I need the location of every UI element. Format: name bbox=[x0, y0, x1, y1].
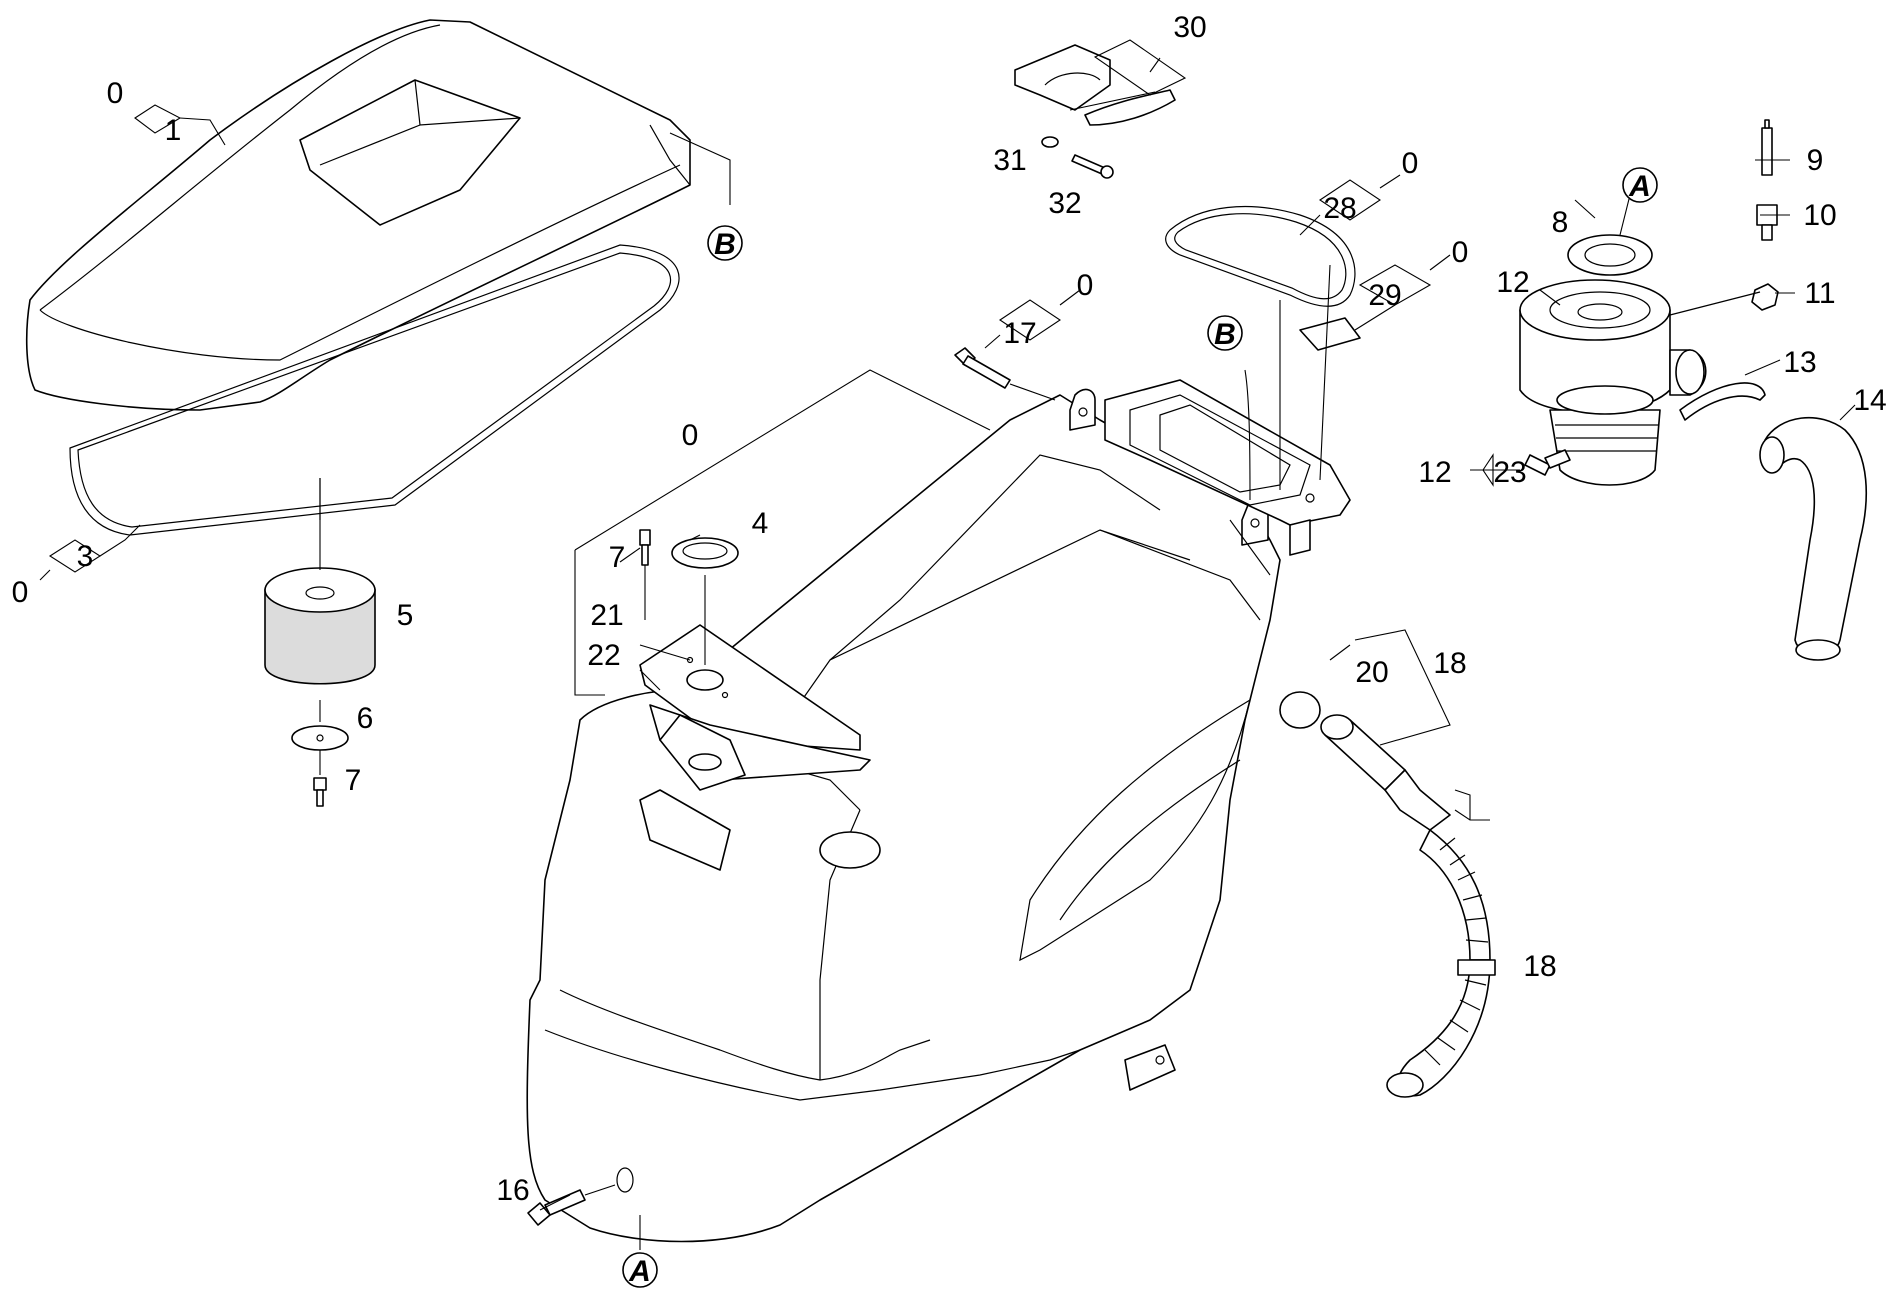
callout-16: 16 bbox=[496, 1174, 529, 1207]
callout-0-seal: 0 bbox=[1402, 147, 1419, 180]
callout-6: 6 bbox=[357, 702, 374, 735]
cover-lid bbox=[25, 19, 691, 411]
suction-motor bbox=[1519, 119, 1779, 486]
reference-mark-b-cover-label: B bbox=[714, 228, 736, 261]
callout-1: 1 bbox=[165, 114, 182, 147]
motor-hose bbox=[1759, 416, 1868, 661]
callout-0-gasket: 0 bbox=[12, 576, 29, 609]
reference-mark-b-cover: B bbox=[707, 225, 743, 261]
callout-5: 5 bbox=[397, 599, 414, 632]
callout-14: 14 bbox=[1853, 384, 1886, 417]
hose-holder bbox=[1014, 44, 1176, 179]
callout-labels: 0 1 0 3 5 6 7 30 31 32 0 28 0 29 0 17 0 … bbox=[12, 11, 1887, 1207]
callout-22: 22 bbox=[587, 639, 620, 672]
callout-32: 32 bbox=[1048, 187, 1081, 220]
callout-18-bottom: 18 bbox=[1523, 950, 1556, 983]
callout-0-screw: 0 bbox=[1077, 269, 1094, 302]
callout-18-top: 18 bbox=[1433, 647, 1466, 680]
callout-20: 20 bbox=[1355, 656, 1388, 689]
screw-16 bbox=[527, 1184, 616, 1226]
callout-0-small-seal: 0 bbox=[1452, 236, 1469, 269]
screw-17 bbox=[954, 347, 1056, 401]
reference-mark-a-bottom-label: A bbox=[628, 1255, 651, 1288]
callout-31: 31 bbox=[993, 144, 1026, 177]
reference-mark-b-tank: B bbox=[1207, 315, 1243, 351]
callout-17: 17 bbox=[1003, 317, 1036, 350]
callout-leaders bbox=[39, 39, 1856, 1250]
callout-7-plate: 7 bbox=[609, 541, 626, 574]
callout-28: 28 bbox=[1323, 192, 1356, 225]
callout-30: 30 bbox=[1173, 11, 1206, 44]
callout-8: 8 bbox=[1552, 206, 1569, 239]
callout-0-tank: 0 bbox=[682, 419, 699, 452]
drain-hose bbox=[1279, 691, 1496, 1098]
reference-mark-a-bottom: A bbox=[622, 1252, 658, 1288]
callout-21: 21 bbox=[590, 599, 623, 632]
callout-11: 11 bbox=[1804, 277, 1835, 310]
small-seal bbox=[1299, 317, 1361, 351]
lid-seal bbox=[1165, 206, 1356, 307]
callout-10: 10 bbox=[1803, 199, 1836, 232]
callout-29: 29 bbox=[1368, 279, 1401, 312]
callout-7-filter: 7 bbox=[345, 764, 362, 797]
callout-4: 4 bbox=[752, 507, 769, 540]
callout-9: 9 bbox=[1807, 144, 1824, 177]
callout-13: 13 bbox=[1783, 346, 1816, 379]
callout-3: 3 bbox=[77, 540, 94, 573]
reference-mark-b-tank-label: B bbox=[1214, 318, 1236, 351]
callout-23: 23 bbox=[1493, 456, 1526, 489]
callout-0-cover: 0 bbox=[107, 77, 124, 110]
sieve-plate bbox=[639, 529, 871, 791]
reference-mark-a-motor-label: A bbox=[1628, 170, 1651, 203]
recovery-tank bbox=[526, 379, 1351, 1243]
callout-12-motor: 12 bbox=[1496, 266, 1529, 299]
filter-cartridge bbox=[264, 478, 376, 807]
callout-12-connector: 12 bbox=[1418, 456, 1451, 489]
reference-mark-a-motor: A bbox=[1622, 167, 1658, 203]
cover-gasket bbox=[69, 244, 680, 536]
